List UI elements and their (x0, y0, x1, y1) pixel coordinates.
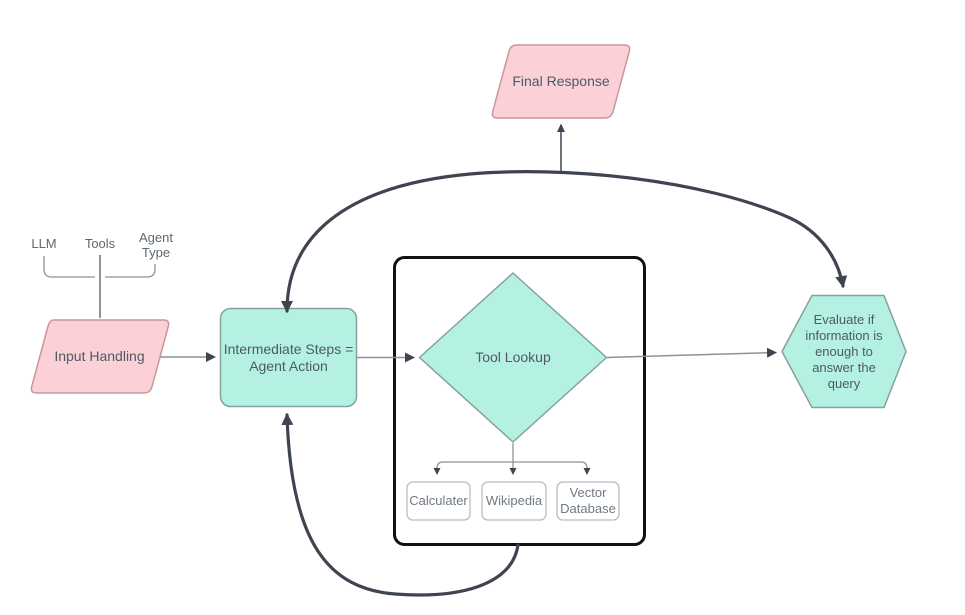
final-response-label: Final Response (512, 73, 610, 89)
input-handling-label: Input Handling (54, 348, 145, 364)
input-handling-shape (30, 319, 170, 394)
vector-database-box (556, 481, 620, 521)
agent-type-connector-line (105, 264, 156, 278)
calculater-box (406, 481, 471, 521)
calculater-label: Calculater (409, 493, 468, 508)
edge-tools-loop-to-intermediate (281, 413, 520, 597)
llm-label: LLM (31, 236, 57, 252)
wikipedia-box (481, 481, 547, 521)
toollookup-bracket-bar (436, 461, 588, 470)
tool-lookup-diamond (418, 272, 608, 443)
tool-lookup-label: Tool Lookup (475, 349, 551, 365)
edge-loop-evaluate-intermediate (281, 170, 848, 313)
intermediate-steps-label: Intermediate Steps = Agent Action (223, 340, 354, 374)
vector-database-label: Vector Database (560, 485, 616, 516)
evaluate-label: Evaluate if information is enough to ans… (805, 312, 883, 391)
final-response-shape (491, 44, 631, 119)
evaluate-hexagon (781, 294, 907, 409)
tools-label: Tools (84, 236, 116, 252)
llm-connector-line (43, 256, 95, 278)
agent-type-label: Agent Type (139, 229, 173, 261)
wikipedia-label: Wikipedia (485, 493, 543, 508)
edge-toollookup-to-evaluate (606, 347, 777, 359)
